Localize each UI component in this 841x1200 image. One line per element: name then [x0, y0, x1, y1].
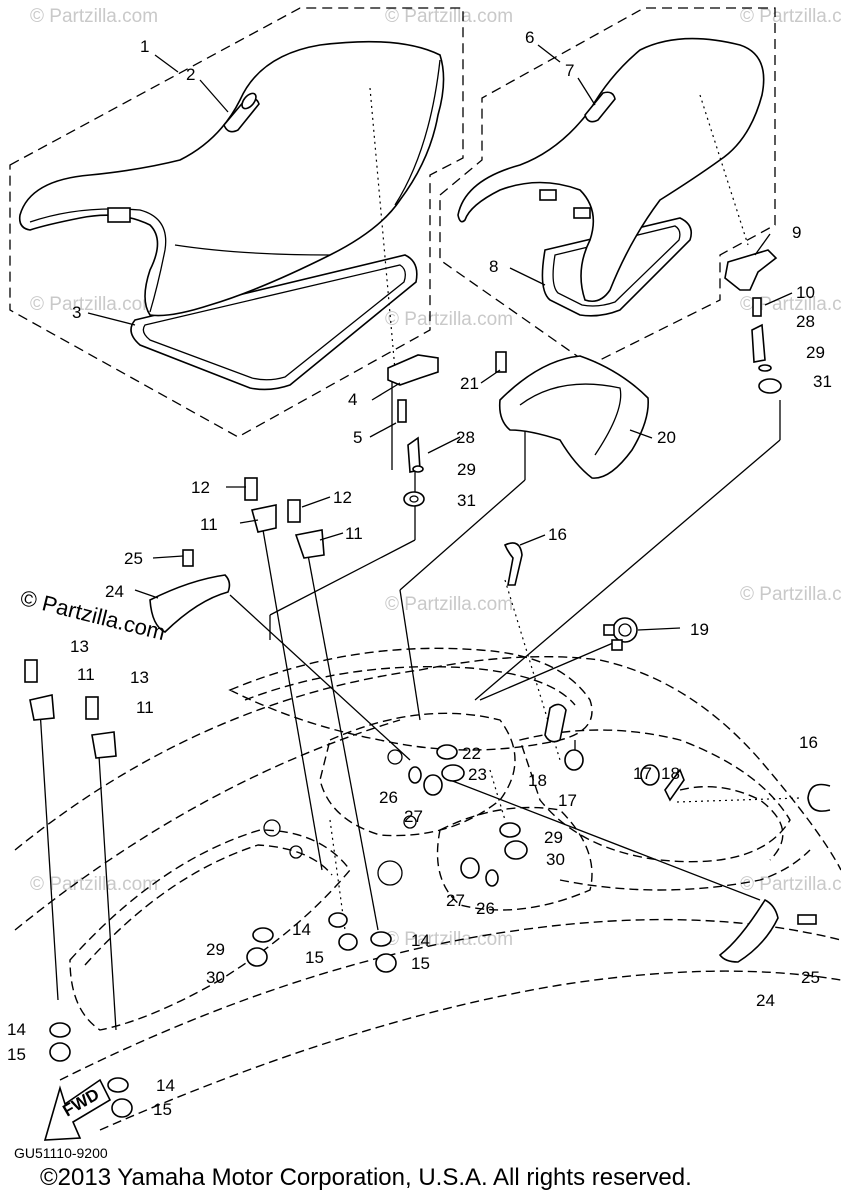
callout-label: 8	[489, 257, 498, 276]
callout-label: 28	[796, 312, 815, 331]
watermark: © Partzilla.com	[385, 594, 513, 615]
callout-label: 28	[456, 428, 475, 447]
rear-seat-group	[439, 7, 776, 366]
watermark: © Partzilla.com	[30, 294, 158, 315]
callout-label: 2	[186, 65, 195, 84]
callout-label: 13	[70, 637, 89, 656]
callout-label: 20	[657, 428, 676, 447]
hardware	[24, 249, 831, 1118]
watermark: © Partzilla.com	[740, 874, 841, 895]
callout-label: 14	[156, 1076, 175, 1095]
callout-label: 21	[460, 374, 479, 393]
callout-label: 7	[565, 61, 574, 80]
callout-label: 27	[446, 891, 465, 910]
watermark: © Partzilla.com	[740, 6, 841, 27]
callout-label: 18	[528, 771, 547, 790]
callout-label: 11	[136, 698, 154, 717]
callout-label: 10	[796, 283, 815, 302]
callout-label: 26	[379, 788, 398, 807]
callout-label: 11	[200, 515, 218, 534]
callout-leaders	[87, 44, 793, 631]
callout-label: 29	[457, 460, 476, 479]
callout-label: 6	[525, 28, 534, 47]
callout-label: 31	[813, 372, 832, 391]
callout-label: 9	[792, 223, 801, 242]
copyright-notice: ©2013 Yamaha Motor Corporation, U.S.A. A…	[40, 1164, 692, 1191]
callouts: 1 2 3 4 5 6 7 8 9 10 28 29 31 21 20 28 2…	[7, 28, 832, 1119]
watermark: © Partzilla.com	[740, 294, 841, 315]
watermark: © Partzilla.com	[385, 6, 513, 27]
callout-label: 30	[206, 968, 225, 987]
callout-label: 12	[191, 478, 210, 497]
callout-label: 15	[153, 1100, 172, 1119]
callout-label: 14	[292, 920, 311, 939]
callout-label: 23	[468, 765, 487, 784]
callout-label: 15	[7, 1045, 26, 1064]
callout-label: 4	[348, 390, 357, 409]
callout-label: 11	[345, 524, 363, 543]
hull	[14, 647, 841, 1131]
callout-label: 12	[333, 488, 352, 507]
diagram-code: GU51110-9200	[14, 1145, 108, 1161]
callout-label: 1	[140, 37, 149, 56]
callout-label: 17	[633, 764, 652, 783]
callout-label: 14	[411, 931, 430, 950]
watermark: © Partzilla.com	[30, 6, 158, 27]
callout-label: 19	[690, 620, 709, 639]
watermark: © Partzilla.com	[30, 874, 158, 895]
callout-label: 24	[756, 991, 775, 1010]
callout-label: 13	[130, 668, 149, 687]
front-seat-group	[9, 7, 464, 438]
callout-label: 30	[546, 850, 565, 869]
watermark: © Partzilla.com	[740, 584, 841, 605]
callout-label: 29	[206, 940, 225, 959]
callout-label: 24	[105, 582, 124, 601]
callout-label: 5	[353, 428, 362, 447]
watermark: © Partzilla.com	[385, 929, 513, 950]
callout-label: 22	[462, 744, 481, 763]
callout-label: 3	[72, 303, 81, 322]
callout-label: 26	[476, 899, 495, 918]
callout-label: 31	[457, 491, 476, 510]
callout-label: 15	[305, 948, 324, 967]
callout-label: 29	[806, 343, 825, 362]
callout-label: 15	[411, 954, 430, 973]
callout-label: 16	[548, 525, 567, 544]
watermark: © Partzilla.com	[385, 309, 513, 330]
callout-label: 27	[404, 807, 423, 826]
callout-label: 16	[799, 733, 818, 752]
callout-label: 11	[77, 665, 95, 684]
callout-label: 17	[558, 791, 577, 810]
callout-label: 14	[7, 1020, 26, 1039]
forward-arrow-icon: FWD	[43, 1078, 112, 1141]
callout-label: 25	[801, 968, 820, 987]
callout-label: 29	[544, 828, 563, 847]
callout-label: 25	[124, 549, 143, 568]
watermarks: © Partzilla.com © Partzilla.com © Partzi…	[30, 6, 841, 950]
callout-label: 18	[661, 764, 680, 783]
